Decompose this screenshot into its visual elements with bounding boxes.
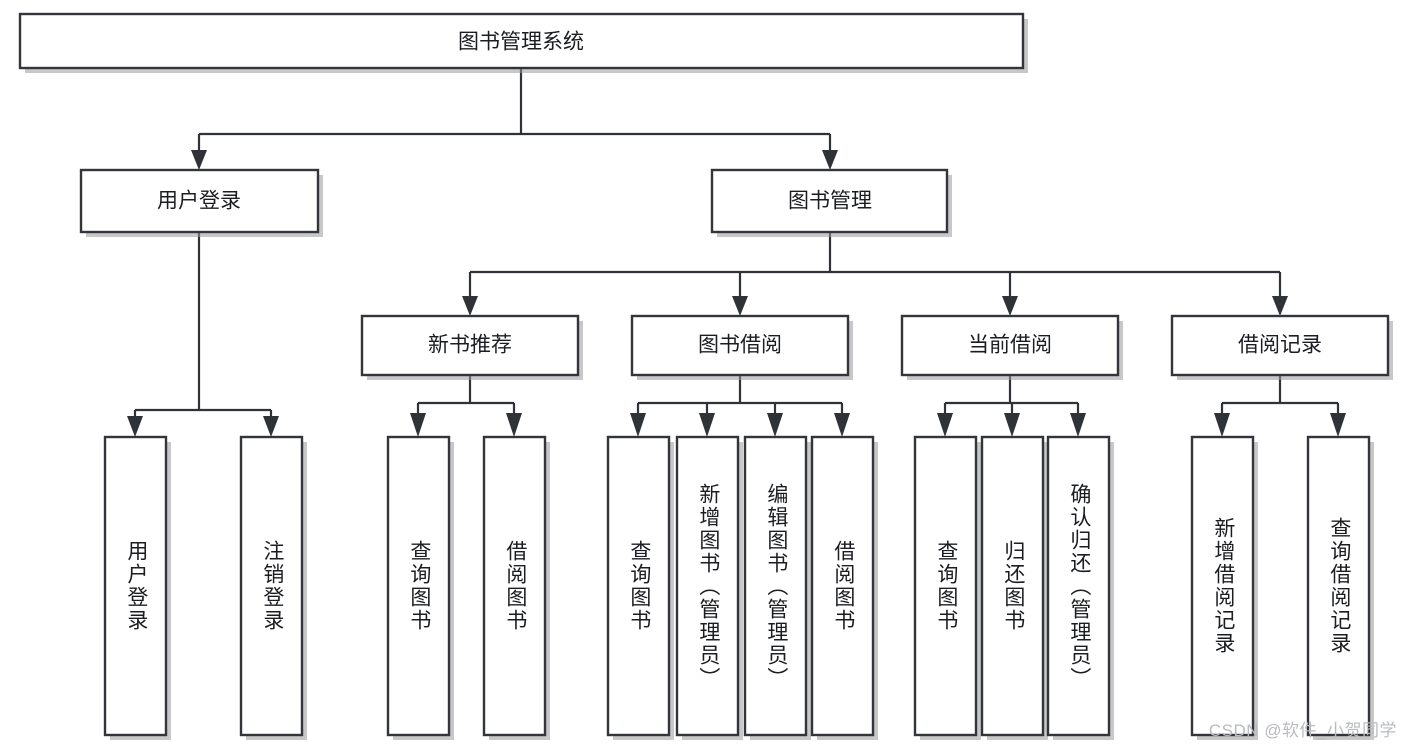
arrow-leaf-user-login-2: [263, 416, 279, 437]
node-new-book-box: [360, 314, 580, 377]
leaf-box-borrow-record-1[interactable]: [1190, 435, 1255, 737]
node-borrow-record-label: 借阅记录: [1238, 334, 1322, 357]
arrow-leaf-current-borrow-1: [937, 413, 953, 437]
arrow-leaf-book-borrow-1: [630, 413, 646, 437]
arrow-book-manage: [822, 150, 838, 170]
leaf-box-book-borrow-2[interactable]: [675, 435, 740, 737]
node-book-manage[interactable]: 图书管理: [710, 168, 952, 237]
node-user-login[interactable]: 用户登录: [79, 168, 323, 237]
csdn-watermark: CSDN @软件_小贺同学: [1208, 721, 1397, 740]
leaf-box-book-borrow-4[interactable]: [810, 435, 875, 737]
arrow-leaf-current-borrow-3: [1070, 413, 1086, 437]
node-root-box: [18, 12, 1025, 70]
leaf-box-new-book-2[interactable]: [482, 435, 547, 737]
arrow-leaf-book-borrow-3: [767, 413, 783, 437]
arrow-user-login: [191, 150, 207, 170]
node-borrow-record[interactable]: 借阅记录: [1170, 314, 1393, 380]
leaf-box-book-borrow-3[interactable]: [743, 435, 808, 737]
arrow-leaf-new-book-2: [506, 413, 522, 437]
arrow-leaf-borrow-record-2: [1330, 413, 1346, 437]
arrow-leaf-borrow-record-1: [1214, 413, 1230, 437]
arrow-book-borrow: [732, 296, 748, 316]
node-current-borrow[interactable]: 当前借阅: [900, 314, 1123, 380]
leaf-box-new-book-1[interactable]: [386, 435, 451, 737]
arrow-new-book: [462, 296, 478, 316]
node-book-borrow-box: [630, 314, 850, 377]
node-book-borrow[interactable]: 图书借阅: [630, 314, 853, 380]
arrow-current-borrow: [1002, 296, 1018, 316]
node-book-manage-box: [710, 168, 949, 234]
arrow-leaf-user-login-1: [127, 416, 143, 437]
arrow-borrow-record: [1272, 296, 1288, 316]
node-new-book[interactable]: 新书推荐: [360, 314, 583, 380]
arrow-leaf-book-borrow-2: [699, 413, 715, 437]
node-book-manage-label: 图书管理: [788, 190, 872, 213]
leaf-box-current-borrow-3[interactable]: [1046, 435, 1111, 737]
node-borrow-record-box: [1170, 314, 1390, 377]
node-new-book-label: 新书推荐: [428, 334, 512, 357]
leaf-box-layer: [103, 435, 1374, 740]
connector-layer: [127, 68, 1346, 437]
arrow-leaf-current-borrow-2: [1004, 413, 1020, 437]
node-user-login-label: 用户登录: [157, 190, 241, 213]
arrow-leaf-book-borrow-4: [834, 413, 850, 437]
node-book-borrow-label: 图书借阅: [698, 334, 782, 357]
arrow-leaf-new-book-1: [410, 413, 426, 437]
leaf-box-borrow-record-2[interactable]: [1306, 435, 1371, 737]
leaf-box-user-login-2[interactable]: [239, 435, 304, 737]
leaf-box-book-borrow-1[interactable]: [606, 435, 671, 737]
node-root-label: 图书管理系统: [458, 31, 584, 54]
leaf-box-current-borrow-1[interactable]: [913, 435, 978, 737]
node-current-borrow-label: 当前借阅: [968, 334, 1052, 357]
leaf-box-user-login-1[interactable]: [103, 435, 168, 737]
node-user-login-box: [79, 168, 320, 234]
node-current-borrow-box: [900, 314, 1120, 377]
leaf-box-current-borrow-2[interactable]: [980, 435, 1045, 737]
node-root[interactable]: 图书管理系统: [18, 12, 1028, 73]
